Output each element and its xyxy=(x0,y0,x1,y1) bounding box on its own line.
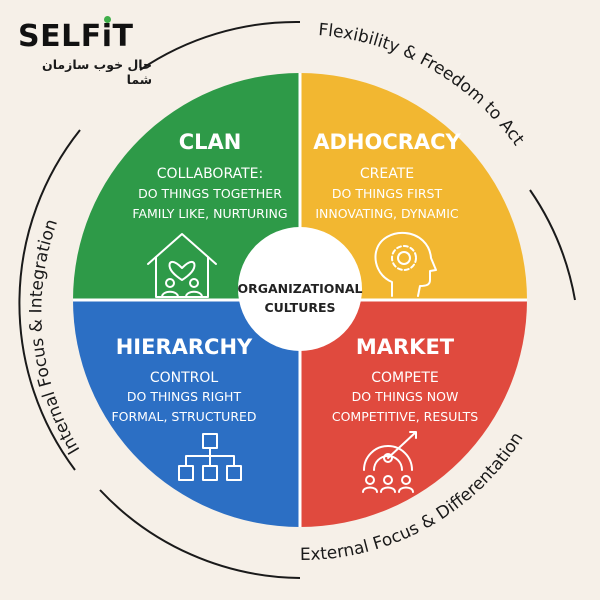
hierarchy-verb: CONTROL xyxy=(150,370,219,386)
bottom-ring-line xyxy=(99,489,301,579)
hierarchy-line-2: FORMAL, STRUCTURED xyxy=(111,409,256,424)
axis-label-left: Internal Focus & Integration xyxy=(26,217,84,458)
clan-verb: COLLABORATE: xyxy=(157,166,263,182)
adhocracy-verb: CREATE xyxy=(360,166,414,182)
market-title: MARKET xyxy=(356,335,455,359)
adhocracy-line-2: INNOVATING, DYNAMIC xyxy=(315,206,459,221)
selfit-logo: SELFiT حال خوب سازمان شما xyxy=(18,16,152,87)
logo-tagline: حال خوب سازمان شما xyxy=(42,57,152,87)
target-people-icon xyxy=(362,431,417,493)
center-line-1: ORGANIZATIONAL xyxy=(238,281,363,296)
hierarchy-title: HIERARCHY xyxy=(116,335,253,359)
market-verb: COMPETE xyxy=(371,370,439,386)
family-house-icon xyxy=(147,233,217,298)
top-ring-line xyxy=(139,20,301,71)
right-ring-line xyxy=(529,189,576,301)
logo-brand: SELFiT xyxy=(18,16,134,54)
clan-title: CLAN xyxy=(179,130,242,154)
adhocracy-title: ADHOCRACY xyxy=(313,130,461,154)
market-line-2: COMPETITIVE, RESULTS xyxy=(332,409,478,424)
center-line-2: CULTURES xyxy=(264,300,335,315)
org-chart-icon xyxy=(178,433,242,481)
hierarchy-line-1: DO THINGS RIGHT xyxy=(127,389,242,404)
clan-line-1: DO THINGS TOGETHER xyxy=(138,186,282,201)
market-line-1: DO THINGS NOW xyxy=(352,389,459,404)
head-gear-icon xyxy=(374,231,437,297)
left-ring-line xyxy=(18,129,81,471)
clan-line-2: FAMILY LIKE, NURTURING xyxy=(132,206,287,221)
center-circle xyxy=(238,227,362,351)
adhocracy-line-1: DO THINGS FIRST xyxy=(332,186,443,201)
